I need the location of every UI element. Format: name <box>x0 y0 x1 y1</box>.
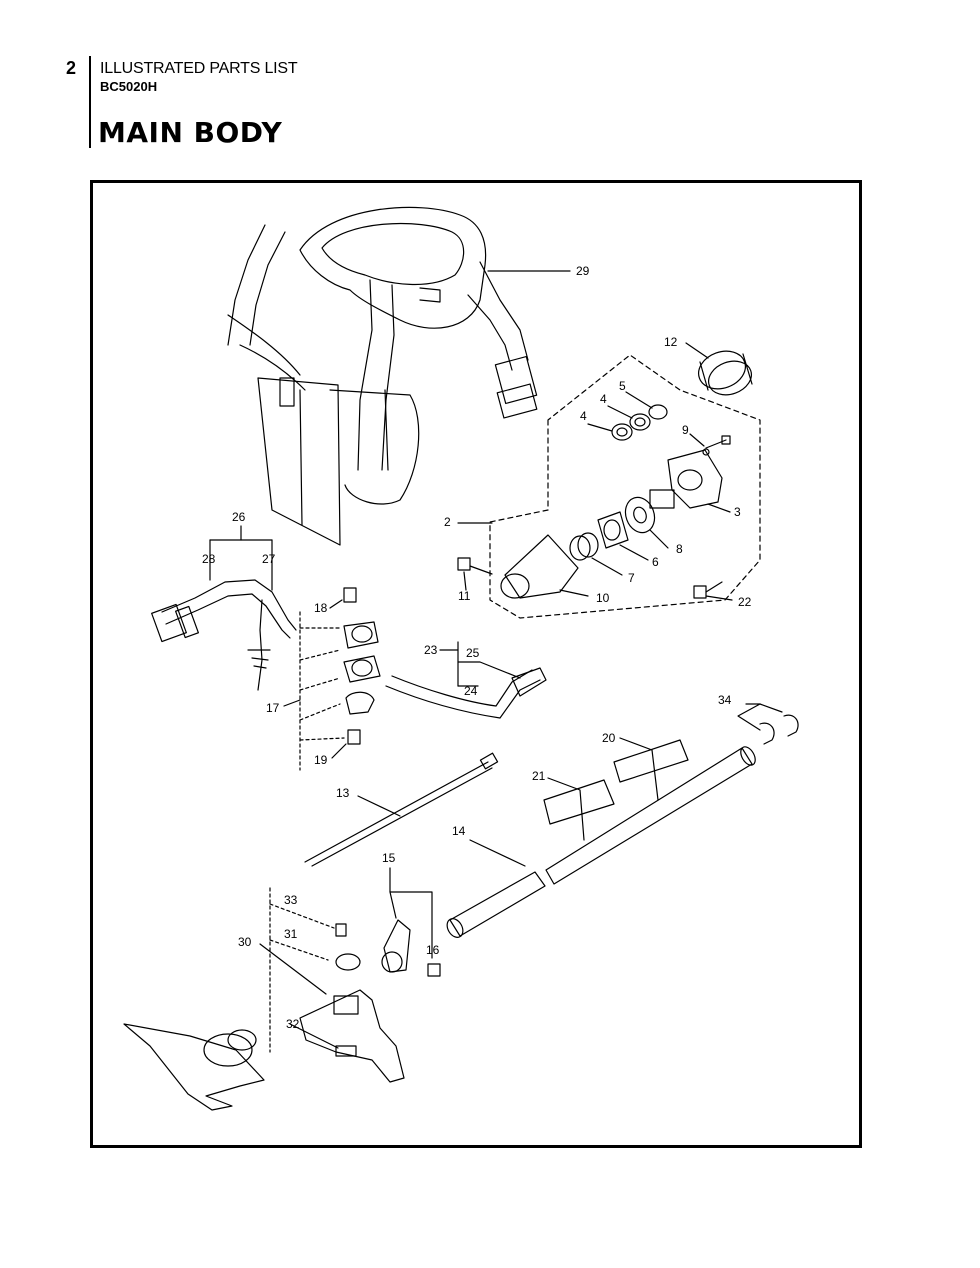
leader-25 <box>457 661 521 679</box>
guard-leaders <box>269 887 335 1053</box>
handle-clamp-parts <box>343 587 381 745</box>
blade-guard-part <box>299 923 405 1083</box>
label-decal-parts <box>543 739 689 825</box>
callout-10: 10 <box>596 591 610 605</box>
bearing-cap-part <box>698 350 753 396</box>
callout-33: 33 <box>284 893 298 907</box>
leader-4a <box>587 423 613 432</box>
diagram-frame <box>90 180 862 1148</box>
flange-part <box>624 496 656 534</box>
leader-5 <box>625 391 653 409</box>
leader-10 <box>559 589 589 597</box>
leader-15b <box>389 891 397 919</box>
callout-13: 13 <box>336 786 350 800</box>
leader-4b <box>607 405 633 419</box>
header-divider <box>89 56 91 148</box>
callout-11: 11 <box>458 589 471 603</box>
bracket-part <box>381 919 441 977</box>
leader-18 <box>329 599 343 609</box>
callout-7: 7 <box>628 571 635 585</box>
callout-16: 16 <box>426 943 440 957</box>
bolt-22-part <box>693 581 723 599</box>
callout-20: 20 <box>602 731 616 745</box>
callout-34: 34 <box>718 693 732 707</box>
blade-part <box>123 1023 265 1111</box>
callout-25: 25 <box>466 646 480 660</box>
callout-4b: 4 <box>600 392 607 406</box>
callout-8: 8 <box>676 542 683 556</box>
callout-30: 30 <box>238 935 252 949</box>
callout-27: 27 <box>262 552 276 566</box>
gear-case-group <box>489 354 761 619</box>
page-number: 2 <box>66 58 77 78</box>
handle-part <box>151 579 297 691</box>
leader-30 <box>259 943 327 995</box>
callout-14: 14 <box>452 824 466 838</box>
leader-6 <box>619 544 649 561</box>
callout-32: 32 <box>286 1017 300 1031</box>
leader-9 <box>689 433 705 447</box>
document-title: ILLUSTRATED PARTS LIST <box>100 60 298 77</box>
callout-29: 29 <box>576 264 590 278</box>
model-number: BC5020H <box>100 79 158 94</box>
leader-13 <box>357 795 401 817</box>
callout-3: 3 <box>734 505 741 519</box>
leader-17 <box>283 699 301 707</box>
callout-18: 18 <box>314 601 328 615</box>
callout-21: 21 <box>532 769 546 783</box>
leader-20 <box>619 737 659 801</box>
screw-9-part <box>702 435 731 456</box>
callout-17: 17 <box>266 701 280 715</box>
callout-6: 6 <box>652 555 659 569</box>
callout-31: 31 <box>284 927 298 941</box>
clamp-part <box>597 511 629 549</box>
leader-34b <box>759 703 783 713</box>
shaft-tube-part <box>446 746 756 938</box>
callout-4a: 4 <box>580 409 587 423</box>
leader-7 <box>591 557 623 576</box>
callout-19: 19 <box>314 753 328 767</box>
leader-3 <box>707 503 731 513</box>
leader-19 <box>331 743 347 759</box>
collar-part <box>569 532 599 561</box>
callout-2: 2 <box>444 515 451 529</box>
clip-parts <box>759 714 799 745</box>
callout-15: 15 <box>382 851 396 865</box>
leader-12 <box>685 342 709 359</box>
bolt-11-part <box>457 557 493 575</box>
leader-14 <box>469 839 526 867</box>
gear-case-part <box>649 449 723 509</box>
callout-22: 22 <box>738 595 752 609</box>
leader-22 <box>705 595 733 601</box>
callout-26: 26 <box>232 510 246 524</box>
callout-28: 28 <box>202 552 216 566</box>
callout-24: 24 <box>464 684 478 698</box>
cover-part <box>500 534 579 599</box>
leader-8 <box>649 529 669 549</box>
leader-11 <box>463 571 467 591</box>
callout-5: 5 <box>619 379 626 393</box>
clamp-leaders <box>299 611 345 771</box>
section-title: MAIN BODY <box>98 116 283 149</box>
drive-shaft-part <box>304 752 499 867</box>
callout-12: 12 <box>664 335 678 349</box>
callout-23: 23 <box>424 643 438 657</box>
bearing-parts <box>611 404 668 441</box>
leader-15-16 <box>389 867 433 959</box>
leader-34 <box>737 703 761 731</box>
harness-part <box>227 206 538 546</box>
leader-21 <box>547 777 585 841</box>
leader-32 <box>289 1023 339 1049</box>
throttle-bar-part <box>385 667 547 719</box>
callout-9: 9 <box>682 423 689 437</box>
